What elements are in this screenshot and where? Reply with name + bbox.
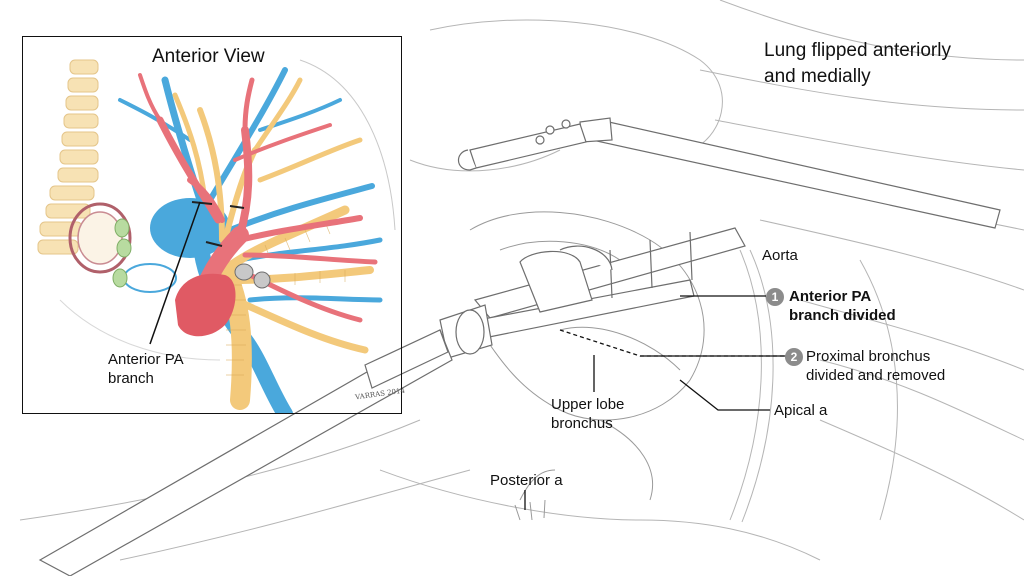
aorta-label: Aorta <box>762 247 798 264</box>
inset-title: Anterior View <box>152 46 265 67</box>
step-2-label-line1: Proximal bronchus <box>806 348 931 365</box>
apical-artery-label: Apical a <box>774 402 828 419</box>
upper-lobe-bronchus-label-line2: bronchus <box>551 415 613 432</box>
stapler-upper <box>457 117 1001 229</box>
aorta-ring <box>68 202 132 274</box>
inset-leader-line <box>149 201 201 345</box>
step-1-badge: 1 <box>766 288 784 306</box>
clips <box>234 263 271 289</box>
inset-frame <box>22 36 402 414</box>
step-2-label-line2: divided and removed <box>806 367 946 384</box>
inset-anatomy <box>37 59 396 413</box>
step-2-badge: 2 <box>785 348 803 366</box>
inset-label-anterior-pa-line1: Anterior PA <box>108 351 184 368</box>
inset-label-anterior-pa-line2: branch <box>108 370 154 387</box>
orientation-note-line2: and medially <box>764 66 871 87</box>
step-1-label-line2: branch divided <box>789 307 896 324</box>
pulmonary-artery <box>138 73 378 323</box>
upper-lobe-bronchus-label-line1: Upper lobe <box>551 396 625 413</box>
main-pa-trunk <box>175 273 236 337</box>
step-1-label-line1: Anterior PA <box>789 288 872 305</box>
posterior-artery-label: Posterior a <box>490 472 563 489</box>
orientation-note-line1: Lung flipped anteriorly <box>764 40 951 61</box>
lung-sketch <box>469 211 705 521</box>
stapler-lower <box>38 227 746 576</box>
leader-lines <box>524 295 786 510</box>
